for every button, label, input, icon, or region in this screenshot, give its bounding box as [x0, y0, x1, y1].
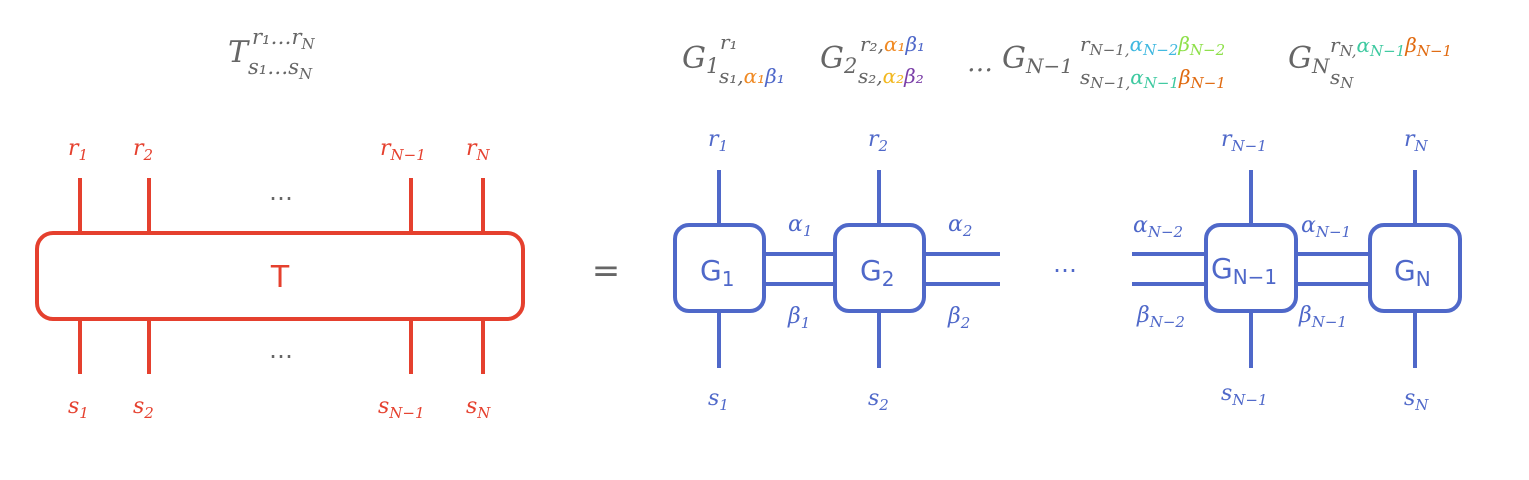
tensor-label-r2: r2	[133, 136, 153, 164]
core-gn1-bottom-label: sN−1	[1221, 381, 1268, 409]
formula-gn-sup: rN,αN−1βN−1	[1330, 33, 1452, 60]
tensor-label-rn: rN	[466, 136, 491, 164]
formula-gn1: GN−1	[1002, 41, 1073, 78]
formula-gn: GN	[1288, 41, 1331, 78]
formula-tensor-sup: r₁…rN	[252, 25, 316, 53]
formula-tensor: T r₁…rN s₁…sN	[228, 25, 316, 83]
bond-2-beta-label: β2	[947, 304, 970, 332]
tensor-dots-top: …	[269, 178, 293, 206]
tensor-train	[673, 170, 1462, 368]
formula-g2: G2	[820, 41, 857, 78]
formula-train: G1 r₁ s₁,α₁β₁ G2 r₂,α₁β₁ s₂,α₂β₂ … GN−1 …	[682, 30, 1452, 92]
formula-g1-sup: r₁	[720, 30, 738, 54]
bond-n2-beta-label: βN−2	[1136, 303, 1185, 331]
tensor-t-box	[35, 231, 525, 321]
formula-gn-sub: sN	[1330, 65, 1354, 92]
core-gn-label: GN	[1394, 254, 1431, 291]
core-gn-top-label: rN	[1404, 127, 1429, 155]
formula-gn1-sub: sN−1,αN−1βN−1	[1080, 65, 1226, 92]
bond-n1-alpha-label: αN−1	[1301, 213, 1351, 241]
core-g1-label: G1	[700, 254, 734, 291]
core-g2-bottom-label: s2	[868, 386, 889, 414]
bond-1-beta-label: β1	[787, 304, 810, 332]
tensor-label-s2: s2	[133, 394, 154, 422]
bond-2-alpha-label: α2	[948, 212, 972, 240]
formula-gn1-sup: rN−1,αN−2βN−2	[1080, 32, 1225, 59]
tensor-label-s1: s1	[68, 394, 89, 422]
core-gn1-top-label: rN−1	[1221, 127, 1267, 155]
formula-g1-sub: s₁,α₁β₁	[719, 64, 785, 88]
formula-tensor-sub: s₁…sN	[248, 55, 313, 83]
train-dots: …	[1053, 250, 1077, 278]
core-gn-bottom-label: sN	[1404, 386, 1429, 414]
tensor-label-rn1: rN−1	[380, 136, 426, 164]
formula-dots: …	[967, 48, 993, 78]
formula-g2-sub: s₂,α₂β₂	[858, 64, 924, 88]
tensor-t-node	[35, 178, 525, 374]
core-g1-top-label: r1	[708, 127, 728, 155]
bond-1-alpha-label: α1	[788, 212, 812, 240]
bond-n1-beta-label: βN−1	[1298, 303, 1347, 331]
tensor-t-label: T	[270, 260, 290, 295]
tensor-label-sn1: sN−1	[378, 394, 425, 422]
equals-sign: =	[592, 251, 621, 291]
formula-tensor-base: T	[228, 35, 250, 70]
tensor-dots-bottom: …	[269, 336, 293, 364]
formula-g1: G1	[682, 41, 719, 78]
bond-n2-alpha-label: αN−2	[1133, 213, 1183, 241]
core-gn1-label: GN−1	[1211, 252, 1277, 289]
core-g2-top-label: r2	[868, 127, 888, 155]
tensor-label-sn: sN	[466, 394, 491, 422]
formula-g2-sup: r₂,α₁β₁	[860, 32, 925, 56]
core-g2-label: G2	[860, 254, 894, 291]
tensor-label-r1: r1	[68, 136, 88, 164]
core-g1-bottom-label: s1	[708, 386, 729, 414]
